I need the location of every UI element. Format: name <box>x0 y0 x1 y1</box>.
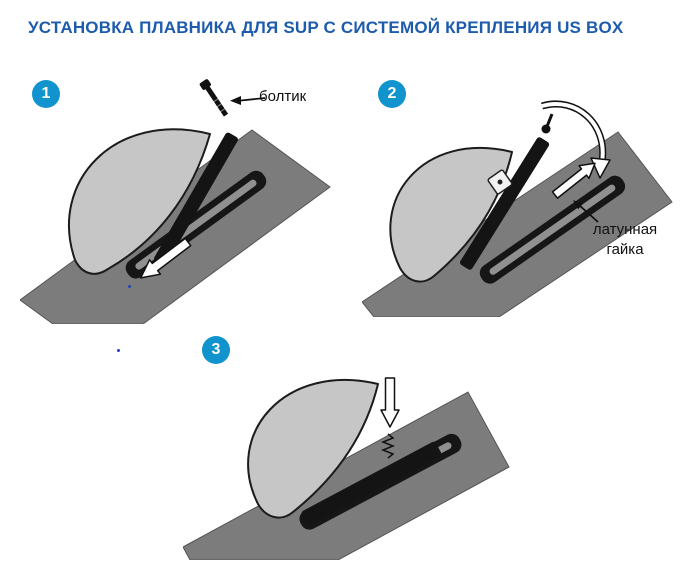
brass-nut-callout-line2: гайка <box>606 241 644 258</box>
screw-icon <box>380 433 396 459</box>
step-1-illustration <box>20 79 331 324</box>
down-arrow-icon <box>380 377 400 428</box>
fin-base-bar <box>460 137 550 270</box>
step-1-badge: 1 <box>32 80 60 108</box>
slide-arrow-icon <box>551 162 596 199</box>
slide-arrow-icon <box>139 237 192 279</box>
step-2-illustration <box>362 100 673 317</box>
fin-base-bar <box>154 132 238 266</box>
board-slab <box>183 391 510 560</box>
callout-arrow-icon <box>230 96 266 105</box>
screw-icon <box>541 113 554 134</box>
fin-base-bar <box>301 441 442 526</box>
page-title: УСТАНОВКА ПЛАВНИКА ДЛЯ SUP С СИСТЕМОЙ КР… <box>28 18 624 37</box>
callout-arrow-icon <box>573 200 599 223</box>
brass-nut-callout-line1: латунная <box>592 221 658 238</box>
fin <box>247 378 379 519</box>
bolt-icon <box>199 79 229 117</box>
step-3-badge: 3 <box>202 336 230 364</box>
blue-speck <box>117 349 120 352</box>
step-2-badge: 2 <box>378 80 406 108</box>
fin <box>389 146 513 283</box>
rotate-arrow-icon <box>541 100 611 179</box>
brass-nut-callout-label: латунная гайка <box>577 220 673 260</box>
bolt-callout-label: болтик <box>259 88 307 105</box>
step-3-illustration <box>183 377 510 560</box>
blue-speck <box>128 285 131 288</box>
brass-nut <box>487 169 513 195</box>
fin-box-slot <box>479 175 626 284</box>
fin <box>68 128 211 275</box>
